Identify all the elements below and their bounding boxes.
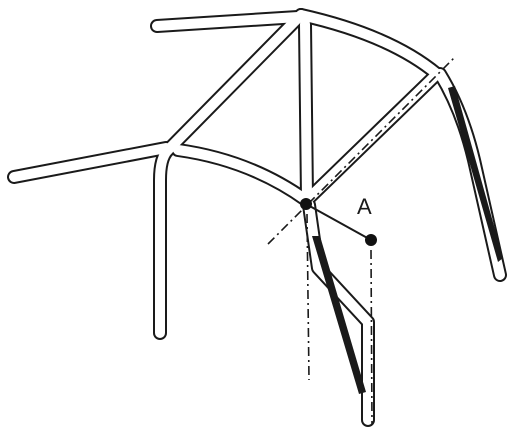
vertical-axis-line-left <box>306 213 310 381</box>
center-gusset <box>312 236 366 394</box>
point-a-annotation: A <box>300 194 377 246</box>
gusset-braces <box>312 86 503 394</box>
point-a-marker <box>365 234 377 246</box>
roll-cage-frame <box>7 8 507 427</box>
construction-lines <box>267 55 457 426</box>
frame-outline <box>7 8 507 427</box>
point-a-label: A <box>357 194 372 219</box>
right-gusset <box>448 86 503 262</box>
diagonal-axis-line <box>267 55 457 245</box>
pivot-point <box>300 198 312 210</box>
point-a-leader <box>305 203 372 241</box>
